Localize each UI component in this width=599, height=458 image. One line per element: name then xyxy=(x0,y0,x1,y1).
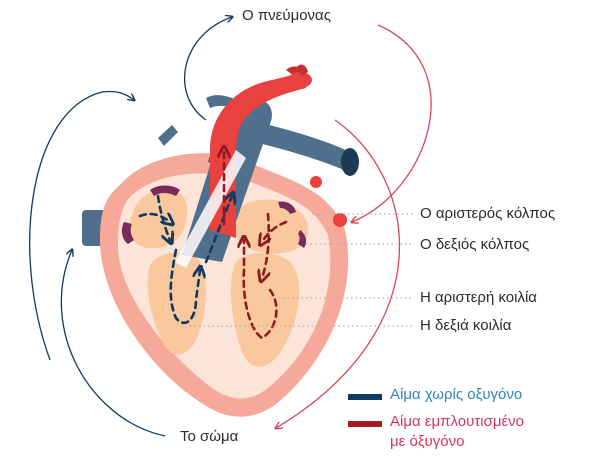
arrow-from-lung xyxy=(352,25,431,222)
legend-label-deoxygenated: Αίμα χωρίς οξυγόνο xyxy=(390,385,522,404)
label-left-ventricle: Η αριστερή κοιλία xyxy=(420,289,537,307)
legend-label-oxygenated-line1: Αίμα εμπλουτισμένο xyxy=(390,412,524,431)
legend-swatch-oxygenated xyxy=(348,421,382,427)
legend-label-oxygenated-line2: με όξυγόνο xyxy=(390,432,464,451)
label-body: Το σώμα xyxy=(180,428,238,446)
label-right-atrium: Ο δεξιός κόλπος xyxy=(420,236,529,254)
label-lung: Ο πνεύμονας xyxy=(242,7,331,25)
label-left-atrium: Ο αριστερός κόλπος xyxy=(420,205,555,223)
label-right-ventricle: Η δεξιά κοιλία xyxy=(420,317,511,335)
legend-swatch-deoxygenated xyxy=(348,394,382,400)
